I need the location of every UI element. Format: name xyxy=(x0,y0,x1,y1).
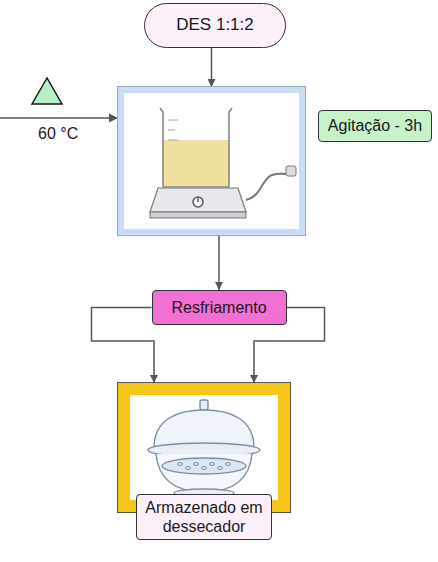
panel-ground xyxy=(130,395,278,500)
stirrer-illustration xyxy=(150,108,296,218)
process-box: Resfriamento xyxy=(152,290,287,325)
node-text: DES 1:1:2 xyxy=(176,15,254,35)
heat-triangle xyxy=(32,78,62,104)
arrow-head xyxy=(109,114,118,123)
desiccator-illustration xyxy=(148,400,260,497)
heat-arrow xyxy=(0,117,112,119)
node-text: Resfriamento xyxy=(171,298,266,317)
temperature-label: 60 °C xyxy=(38,125,78,143)
flow-arrow xyxy=(211,48,213,87)
flow-arrow xyxy=(218,235,220,290)
start-pill: DES 1:1:2 xyxy=(144,3,286,48)
node-text: Agitação - 3h xyxy=(328,116,422,135)
stirrer-box xyxy=(118,87,305,235)
panel-ground xyxy=(124,93,299,229)
desiccator-box: Armazenado em dessecador xyxy=(118,383,290,512)
caption-box: Armazenado em dessecador xyxy=(136,494,272,540)
process-box: Agitação - 3h xyxy=(318,110,432,142)
flow-arrow xyxy=(92,308,155,384)
